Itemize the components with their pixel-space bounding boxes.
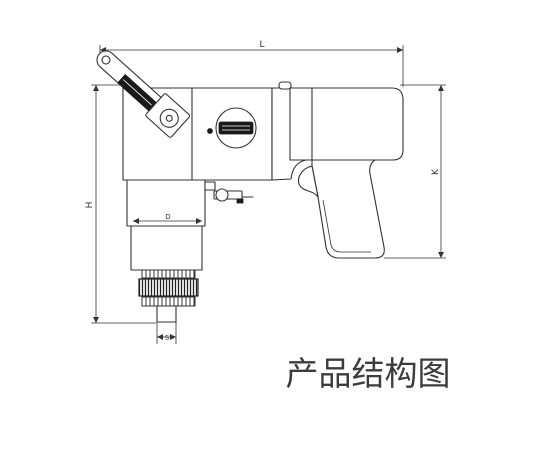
reaction-arm-pin-center bbox=[165, 114, 173, 122]
side-latch-pivot bbox=[215, 188, 229, 202]
selector-knob bbox=[215, 107, 257, 149]
indicator-dot bbox=[207, 128, 213, 134]
gear-ring-lower-band bbox=[141, 296, 196, 307]
label-handle-height: K bbox=[431, 168, 441, 175]
reaction-arm-sleeve-highlight bbox=[123, 79, 152, 106]
dimension-handle-height bbox=[384, 84, 446, 259]
reaction-arm bbox=[96, 50, 191, 138]
handle-housing-body bbox=[289, 87, 404, 161]
dimension-square-drive bbox=[156, 322, 177, 344]
gearbox-lower bbox=[130, 225, 203, 271]
reaction-arm-hole bbox=[101, 55, 111, 65]
side-latch-stop bbox=[236, 198, 244, 204]
dimension-height bbox=[91, 84, 156, 324]
side-latch bbox=[204, 181, 254, 204]
label-diameter: D bbox=[165, 213, 170, 221]
selector-knob-handle bbox=[218, 121, 254, 135]
label-length: L bbox=[259, 40, 264, 50]
gear-ring bbox=[138, 269, 199, 307]
pistol-grip-body bbox=[311, 157, 385, 259]
pistol-grip-inner-contour bbox=[322, 199, 371, 253]
label-square-drive: S bbox=[165, 334, 170, 342]
dimension-length bbox=[99, 45, 404, 87]
connector-cap bbox=[278, 81, 292, 90]
gearbox-housing bbox=[126, 179, 206, 271]
label-height: H bbox=[85, 202, 95, 209]
handle-housing bbox=[289, 87, 404, 161]
gear-ring-upper-band bbox=[141, 269, 196, 279]
figure-caption: 产品结构图 bbox=[286, 354, 451, 393]
pistol-grip bbox=[297, 157, 385, 259]
square-drive bbox=[156, 305, 177, 323]
gear-ring-middle-band bbox=[138, 278, 199, 297]
side-latch-mount bbox=[204, 181, 216, 191]
trigger bbox=[297, 165, 319, 198]
